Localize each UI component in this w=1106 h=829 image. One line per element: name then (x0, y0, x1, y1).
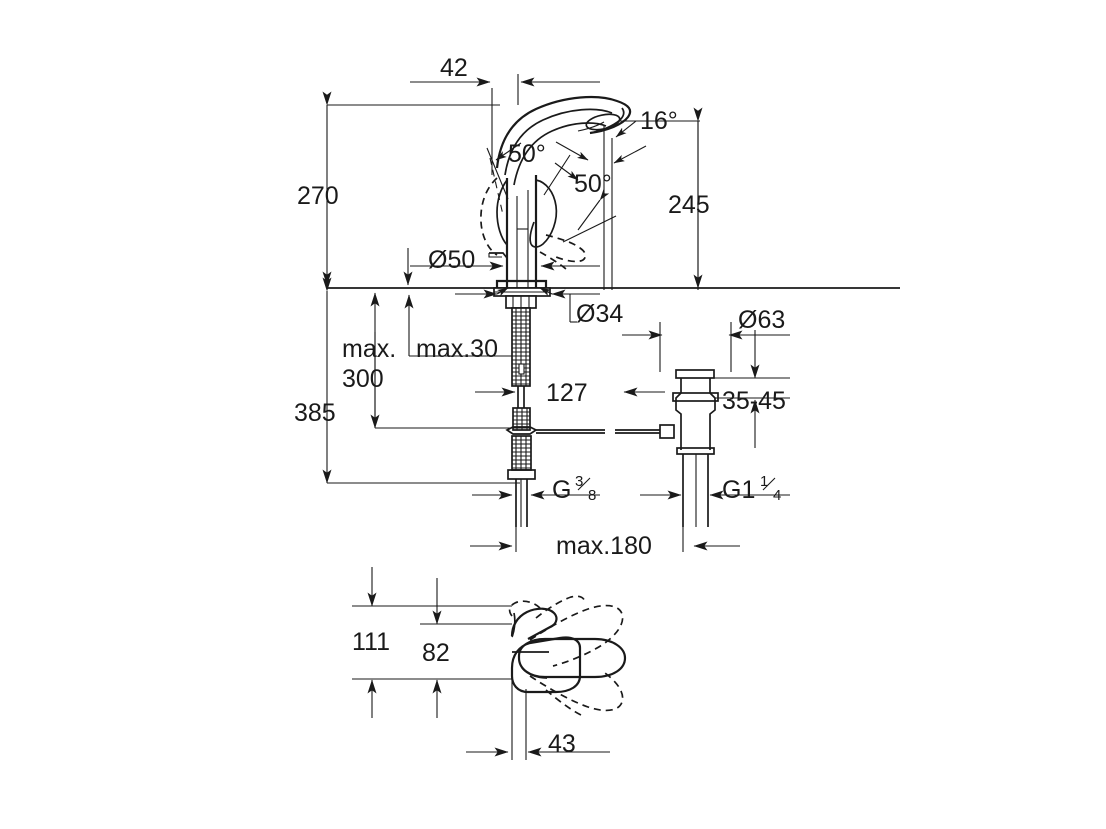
dimension-label-82: 82 (422, 639, 450, 667)
dimension-label-127: 127 (546, 379, 588, 407)
dimension-label-43: 43 (548, 730, 576, 758)
dimension-16-deg: 16° (615, 107, 700, 138)
dimension-g-three-eighths: G 3 8 (472, 473, 600, 504)
dimension-label-g114-num: 1 (760, 473, 768, 490)
dimension-label-16deg: 16° (640, 107, 678, 135)
dimension-label-max-30: max.30 (416, 335, 498, 363)
faucet-plan-geometry (508, 595, 627, 717)
dimension-82: 82 (420, 578, 512, 718)
dimension-diam-34: Ø34 (455, 287, 623, 328)
dimension-label-diam-63: Ø63 (738, 306, 785, 334)
dimension-111: 111 (352, 567, 512, 718)
dimension-max-300: max.300 (342, 292, 510, 429)
dimension-label-35-45: 35-45 (722, 387, 786, 415)
dimension-label-max-180: max.180 (556, 532, 652, 560)
dimension-label-g38-prefix: G (552, 476, 571, 504)
dimension-label-g114-prefix: G1 (722, 476, 755, 504)
plan-dimensions: 111 82 43 (352, 567, 610, 760)
dimension-label-diam-34: Ø34 (576, 300, 623, 328)
dimension-label-50deg-left: 50° (508, 140, 546, 168)
dimension-label-42: 42 (440, 54, 468, 82)
dimension-diam-50: Ø50 (403, 246, 600, 286)
dimension-43: 43 (466, 679, 610, 760)
dimension-g1-quarter: G1 1 4 (640, 473, 790, 504)
dimension-label-max-300-line1: max.300 (342, 335, 396, 393)
dimension-245: 245 (668, 107, 710, 289)
dimension-label-diam-50: Ø50 (428, 246, 475, 274)
dimension-label-50deg-right: 50° (574, 170, 612, 198)
dimension-270: 270 (297, 91, 339, 286)
dimension-max-30: max.30 (404, 294, 512, 363)
dimension-label-385: 385 (294, 399, 336, 427)
dimension-label-111: 111 (352, 628, 390, 656)
dimension-42: 42 (410, 54, 600, 87)
dimension-label-g114-den: 4 (773, 487, 781, 504)
dimension-label-g38-den: 8 (588, 487, 596, 504)
spout-angle-indicators (555, 126, 647, 290)
dimension-max-180: max.180 (470, 527, 740, 560)
dimension-label-270: 270 (297, 182, 339, 210)
dimension-50-deg-right: 50° (543, 154, 617, 243)
faucet-elevation-geometry (327, 95, 900, 527)
dimension-127: 127 (475, 379, 665, 407)
dimension-50-deg-left: 50° (486, 140, 546, 216)
dimension-385: 385 (294, 277, 520, 484)
dimension-label-g38-num: 3 (575, 473, 583, 490)
dimension-diam-63: Ø63 (622, 306, 790, 372)
dimension-35-45: 35-45 (714, 330, 790, 448)
elevation-dimensions: 42 270 385 max.300 245 16° (294, 54, 790, 560)
dimension-label-245: 245 (668, 191, 710, 219)
